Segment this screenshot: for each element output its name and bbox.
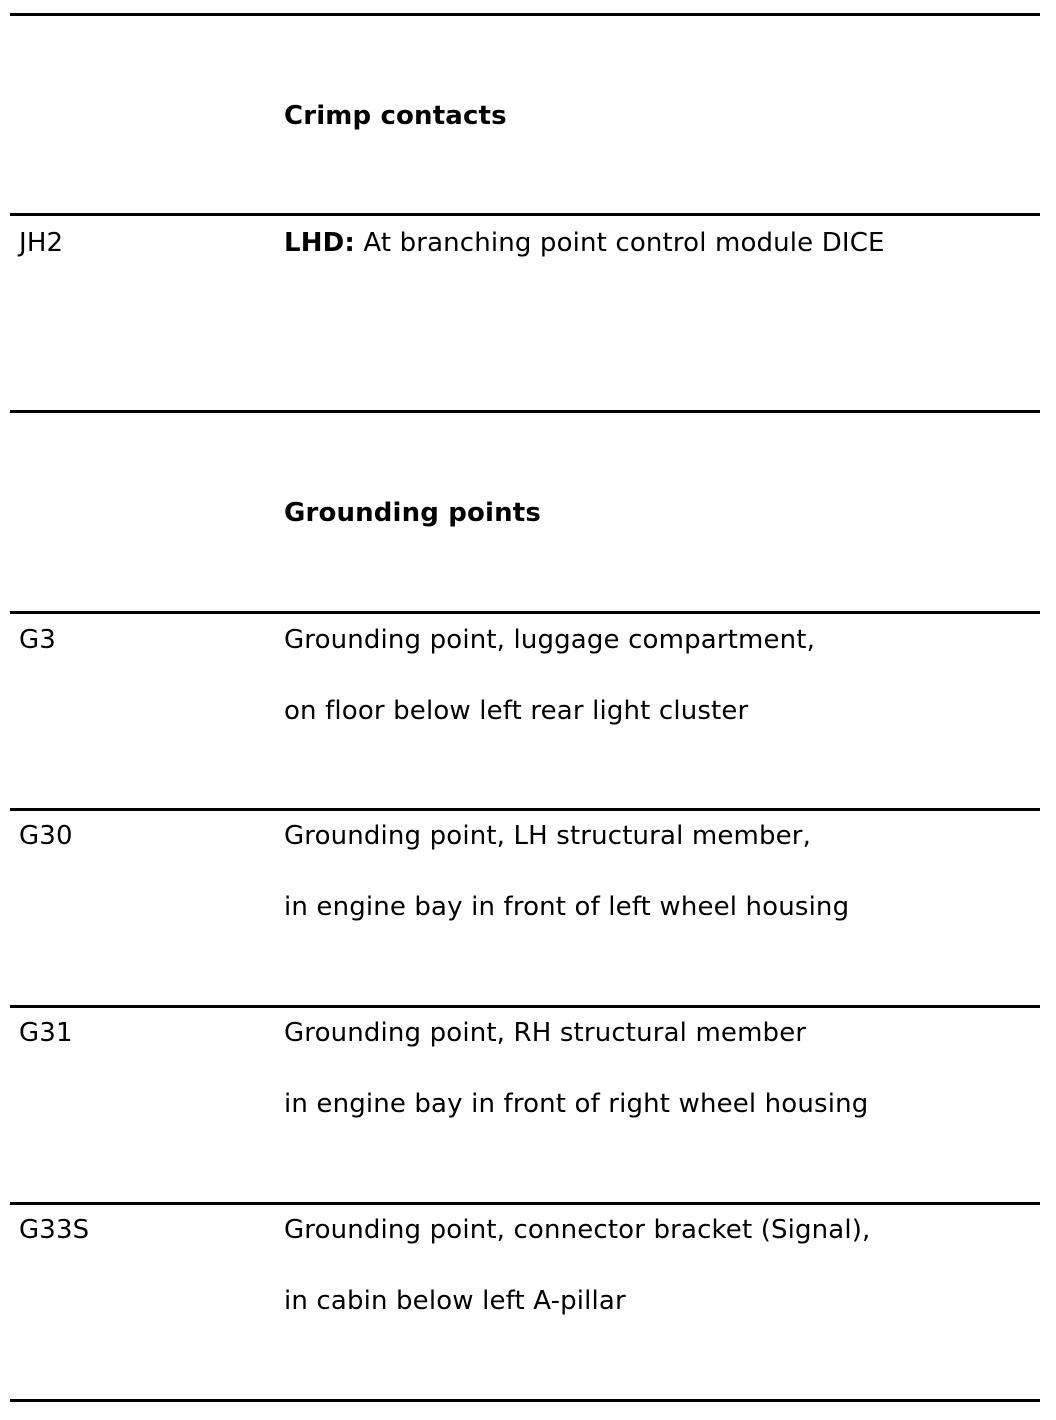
- component-description-line2: in cabin below left A-pillar: [284, 1286, 626, 1316]
- component-description-line2: in engine bay in front of left wheel hou…: [284, 892, 850, 922]
- table-rule-g30-bottom: [10, 1005, 1040, 1008]
- table-rule-jh2-bottom: [10, 410, 1040, 413]
- component-description: LHD: At branching point control module D…: [284, 228, 885, 258]
- table-rule-bottom: [10, 1399, 1040, 1402]
- component-description-line1: Grounding point, LH structural member,: [284, 821, 812, 851]
- table-rule-g31-bottom: [10, 1202, 1040, 1205]
- component-description-line2: in engine bay in front of right wheel ho…: [284, 1089, 869, 1119]
- section-heading-grounding-points: Grounding points: [284, 498, 541, 528]
- component-description-line1: Grounding point, connector bracket (Sign…: [284, 1215, 871, 1245]
- description-prefix: LHD:: [284, 228, 355, 258]
- table-rule-g3-bottom: [10, 808, 1040, 811]
- component-code: G33S: [19, 1215, 90, 1245]
- component-description-line1: Grounding point, luggage compartment,: [284, 625, 816, 655]
- component-code: JH2: [19, 228, 64, 258]
- table-rule-crimp-header-bottom: [10, 213, 1040, 216]
- table-rule-top: [10, 13, 1040, 16]
- component-code: G30: [19, 821, 73, 851]
- component-description-line1: Grounding point, RH structural member: [284, 1018, 807, 1048]
- component-code: G3: [19, 625, 56, 655]
- component-code: G31: [19, 1018, 73, 1048]
- table-rule-grounding-header-bottom: [10, 611, 1040, 614]
- component-description-line2: on floor below left rear light cluster: [284, 696, 749, 726]
- section-heading-crimp-contacts: Crimp contacts: [284, 101, 507, 131]
- description-text: At branching point control module DICE: [354, 228, 885, 258]
